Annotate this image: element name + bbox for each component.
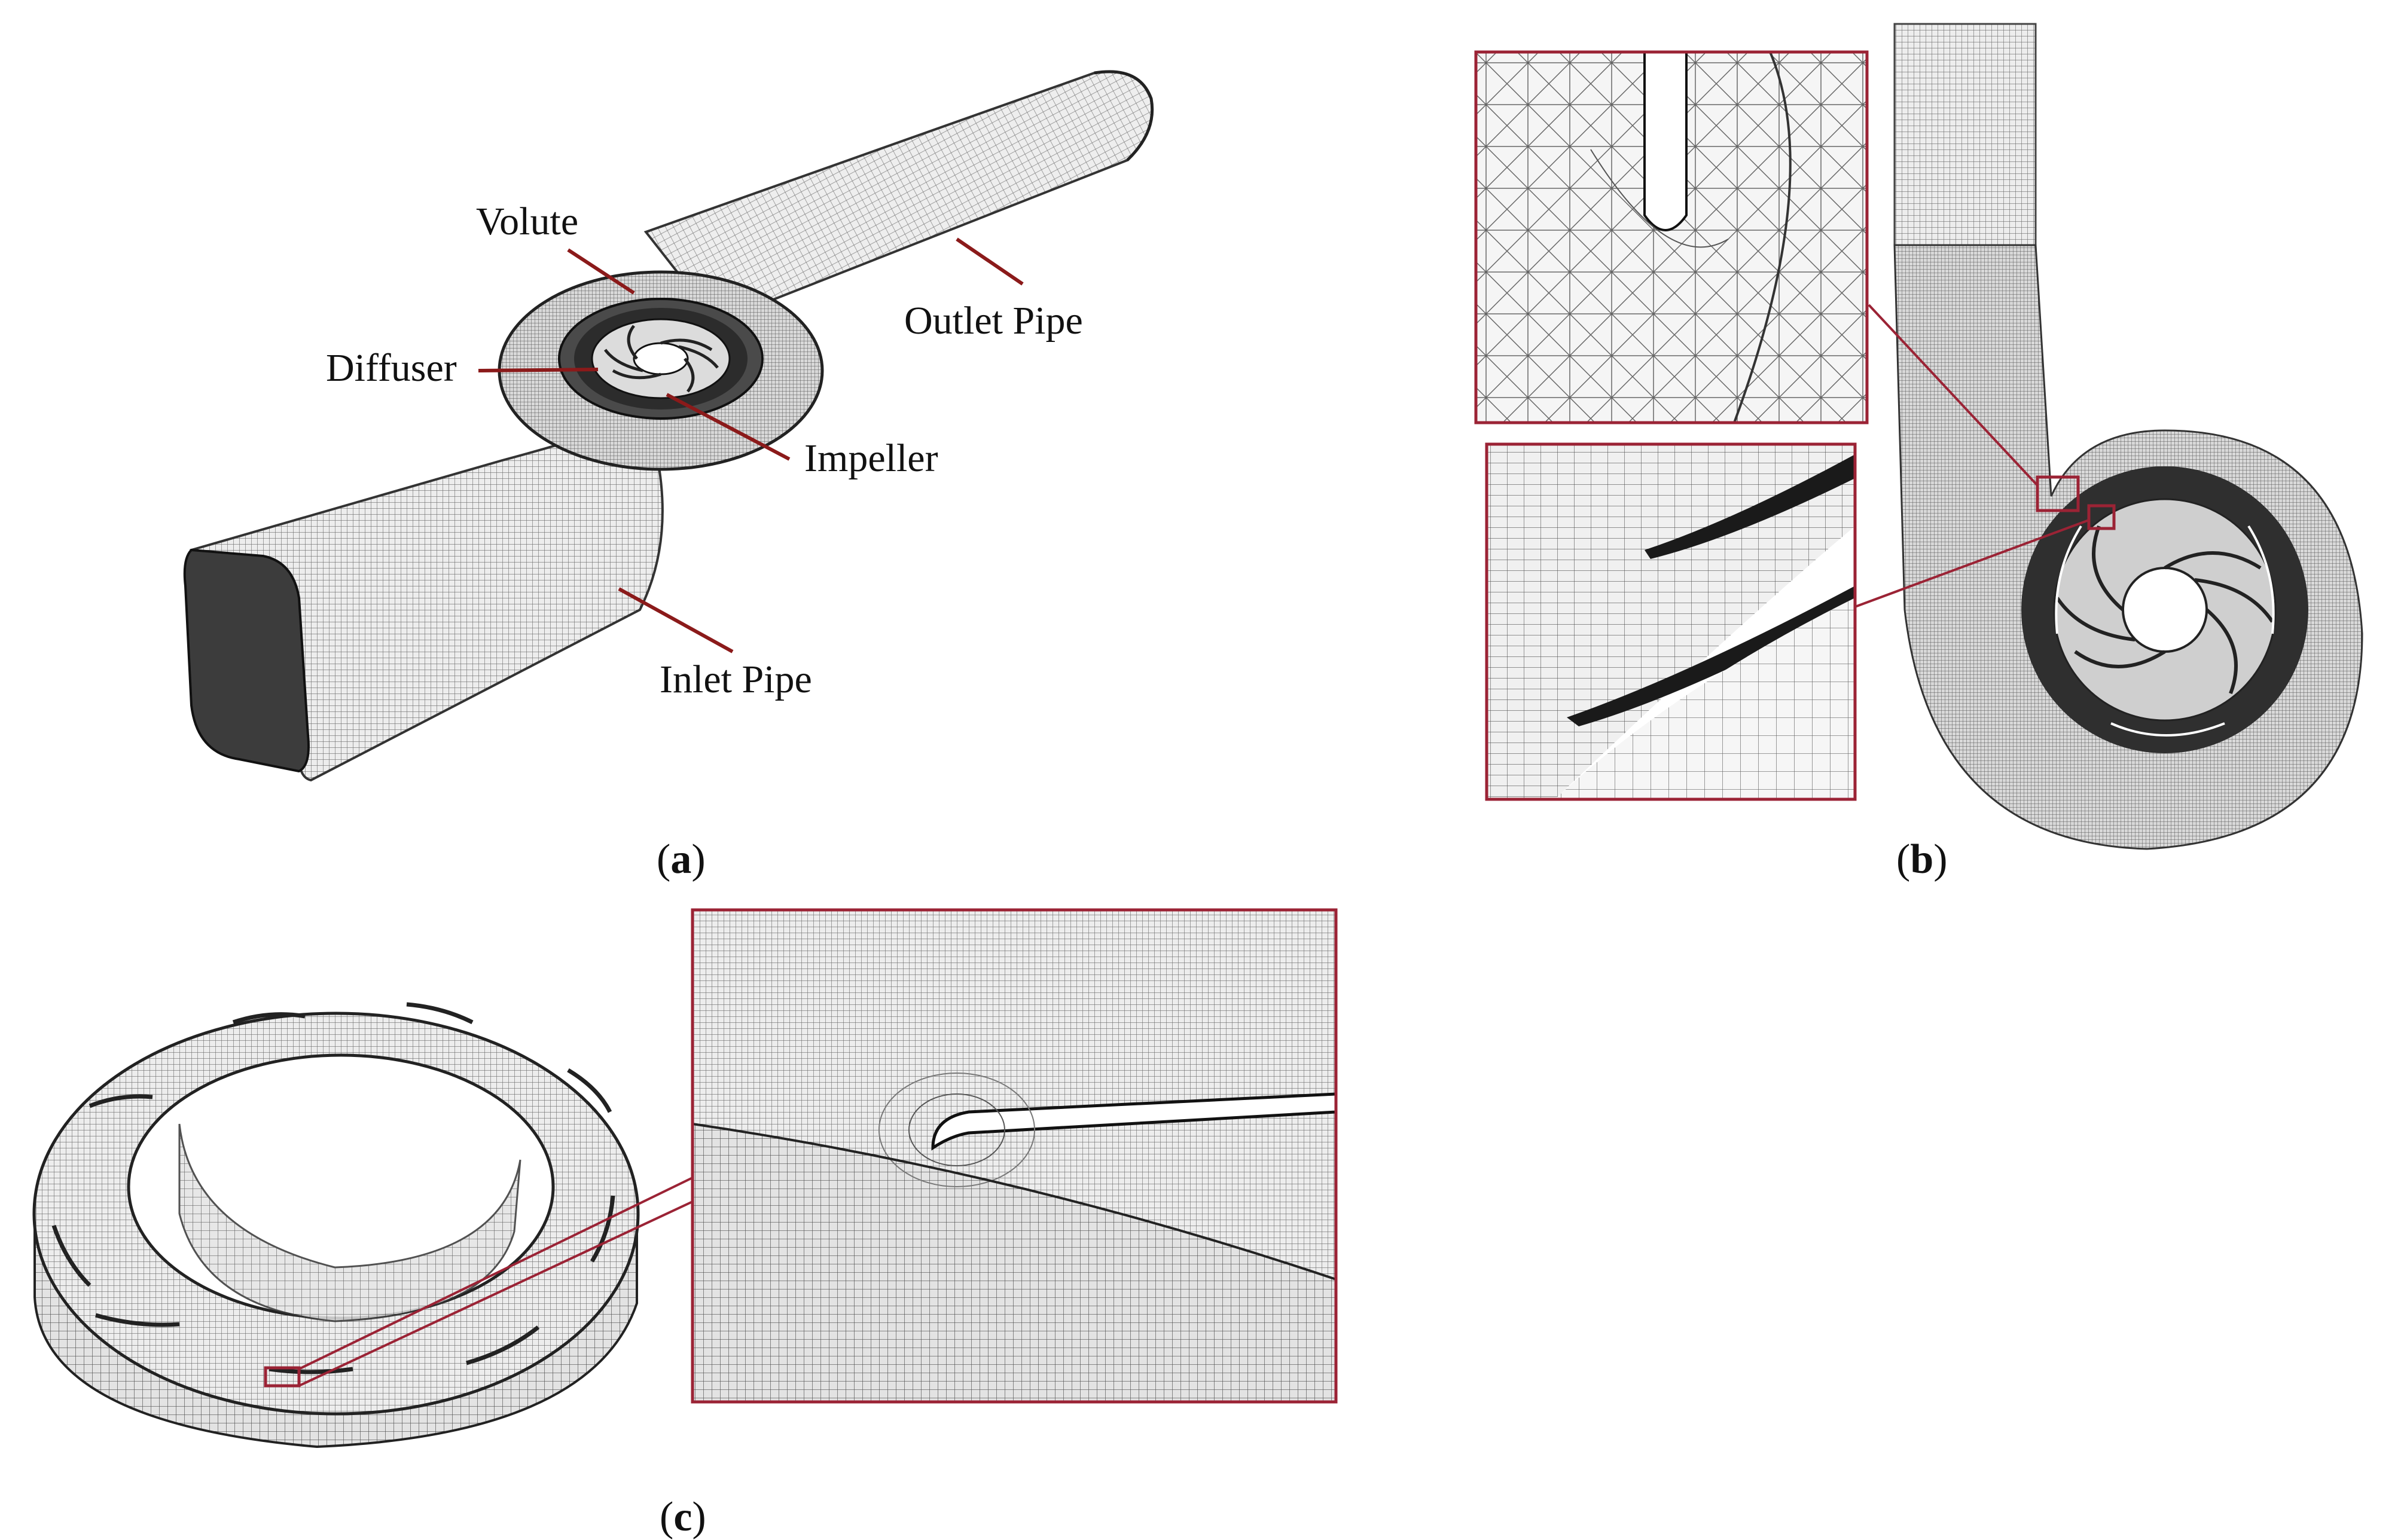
diffuser-ring-shape <box>32 1002 640 1449</box>
label-volute: Volute <box>476 200 578 243</box>
connector-b1 <box>1868 304 2039 487</box>
caption-c-letter: c <box>673 1494 692 1540</box>
leader-outlet-pipe <box>956 237 1024 286</box>
panel-a: Volute Diffuser Impeller Outlet Pipe Inl… <box>183 70 1154 882</box>
leader-inlet-pipe <box>618 587 734 653</box>
caption-b-letter: b <box>1910 836 1933 882</box>
caption-a-letter: a <box>670 836 691 882</box>
inset-b-bottom <box>1485 442 1857 801</box>
inset-b-top <box>1474 50 1869 424</box>
label-outlet-pipe: Outlet Pipe <box>904 299 1083 343</box>
zoom-marker-2 <box>2087 504 2116 530</box>
outlet-pipe-shape <box>643 70 1154 313</box>
connector-c2 <box>298 1200 693 1387</box>
pump-section-mesh <box>1893 23 2363 850</box>
inlet-pipe-shape <box>183 417 664 782</box>
panel-b: (b) <box>1474 23 2363 882</box>
leader-volute <box>567 248 635 295</box>
leader-diffuser <box>478 368 599 372</box>
caption-a: (a) <box>657 836 706 882</box>
inset-c <box>691 908 1338 1404</box>
zoom-marker-c <box>264 1366 301 1388</box>
label-impeller: Impeller <box>804 436 938 480</box>
label-inlet-pipe: Inlet Pipe <box>660 658 812 701</box>
label-diffuser: Diffuser <box>326 346 457 390</box>
diffuser-impeller-shape <box>574 308 748 410</box>
connector-c1 <box>298 1177 693 1370</box>
caption-b: (b) <box>1896 836 1948 882</box>
panel-c: (c) <box>32 908 1338 1540</box>
leader-impeller <box>666 393 791 461</box>
connector-b2 <box>1854 519 2089 608</box>
zoom-marker-1 <box>2036 475 2080 512</box>
caption-c: (c) <box>660 1494 706 1540</box>
